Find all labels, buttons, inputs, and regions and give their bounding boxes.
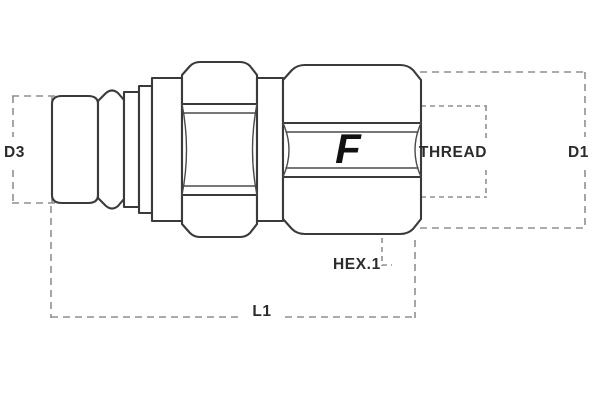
hex-small-left-barrel [181, 103, 188, 196]
nipple-groove [96, 89, 126, 210]
thread-dimension-box [421, 105, 487, 198]
collar-ring-2 [137, 84, 154, 215]
coupling-body: F [50, 60, 423, 239]
hex1-leader [381, 238, 392, 266]
label-thread: THREAD [419, 144, 487, 161]
label-hex1: HEX.1 [333, 256, 381, 273]
label-l1: L1 [252, 303, 271, 320]
dimension-lines [12, 71, 586, 318]
dimension-labels: D3 THREAD D1 HEX.1 L1 [4, 144, 589, 320]
brand-logo-f: F [335, 125, 362, 172]
d1-dimension-box [420, 71, 586, 229]
hex-nut-large [281, 63, 423, 236]
mid-body [255, 76, 285, 223]
label-d1: D1 [568, 144, 589, 161]
nipple-tip [50, 94, 100, 205]
hex-small-right-barrel [251, 103, 258, 196]
hex-large-right-barrel [414, 122, 422, 178]
hex-large-left-barrel [282, 122, 290, 178]
collar-ring-1 [122, 90, 141, 209]
l1-dimension [50, 206, 416, 318]
sleeve-body [150, 76, 184, 223]
hex-nut-small [180, 60, 259, 239]
label-d3: D3 [4, 144, 25, 161]
